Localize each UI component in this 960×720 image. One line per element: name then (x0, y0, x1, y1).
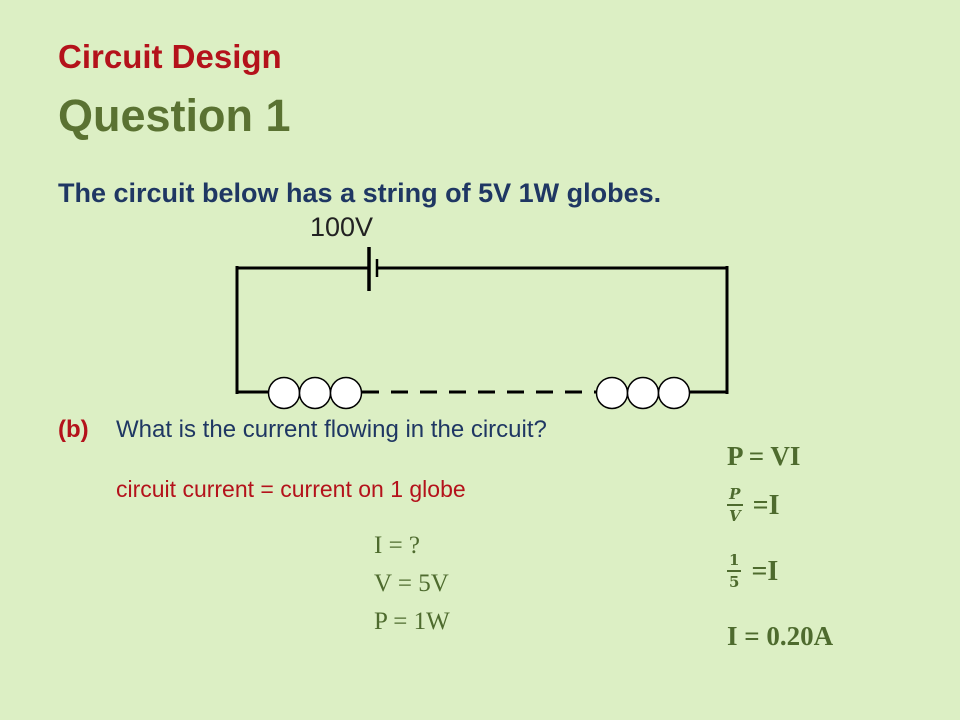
battery-symbol (367, 247, 379, 291)
question-part-label: (b) (58, 416, 89, 443)
battery-voltage-label: 100V (310, 212, 374, 242)
final-answer: I = 0.20A (727, 621, 834, 651)
answer-note: circuit current = current on 1 globe (116, 476, 466, 502)
question-text: What is the current flowing in the circu… (116, 416, 547, 443)
globe (595, 376, 629, 410)
fraction-one-over-five: 1 5 (727, 551, 742, 591)
formula-substituted: 1 5 =I (727, 552, 778, 591)
formula-rearranged: P V =I (727, 486, 780, 525)
formula-power: P = VI (727, 441, 801, 471)
given-current: I = ? (374, 532, 421, 559)
fraction-numerator: P (729, 485, 741, 503)
question-title: Question 1 (58, 90, 291, 141)
globe (267, 376, 301, 410)
fraction-denominator: V (727, 504, 743, 525)
globe (298, 376, 332, 410)
globe (657, 376, 691, 410)
globe (626, 376, 660, 410)
fraction-denominator: 5 (727, 570, 742, 591)
problem-statement: The circuit below has a string of 5V 1W … (58, 178, 662, 208)
formula-rhs: =I (751, 555, 779, 587)
fraction-p-over-v: P V (727, 486, 743, 525)
given-power: P = 1W (374, 608, 450, 635)
fraction-numerator: 1 (729, 551, 740, 569)
section-heading: Circuit Design (58, 38, 282, 75)
formula-rhs: =I (752, 489, 780, 521)
globe (329, 376, 363, 410)
given-voltage: V = 5V (374, 570, 449, 597)
